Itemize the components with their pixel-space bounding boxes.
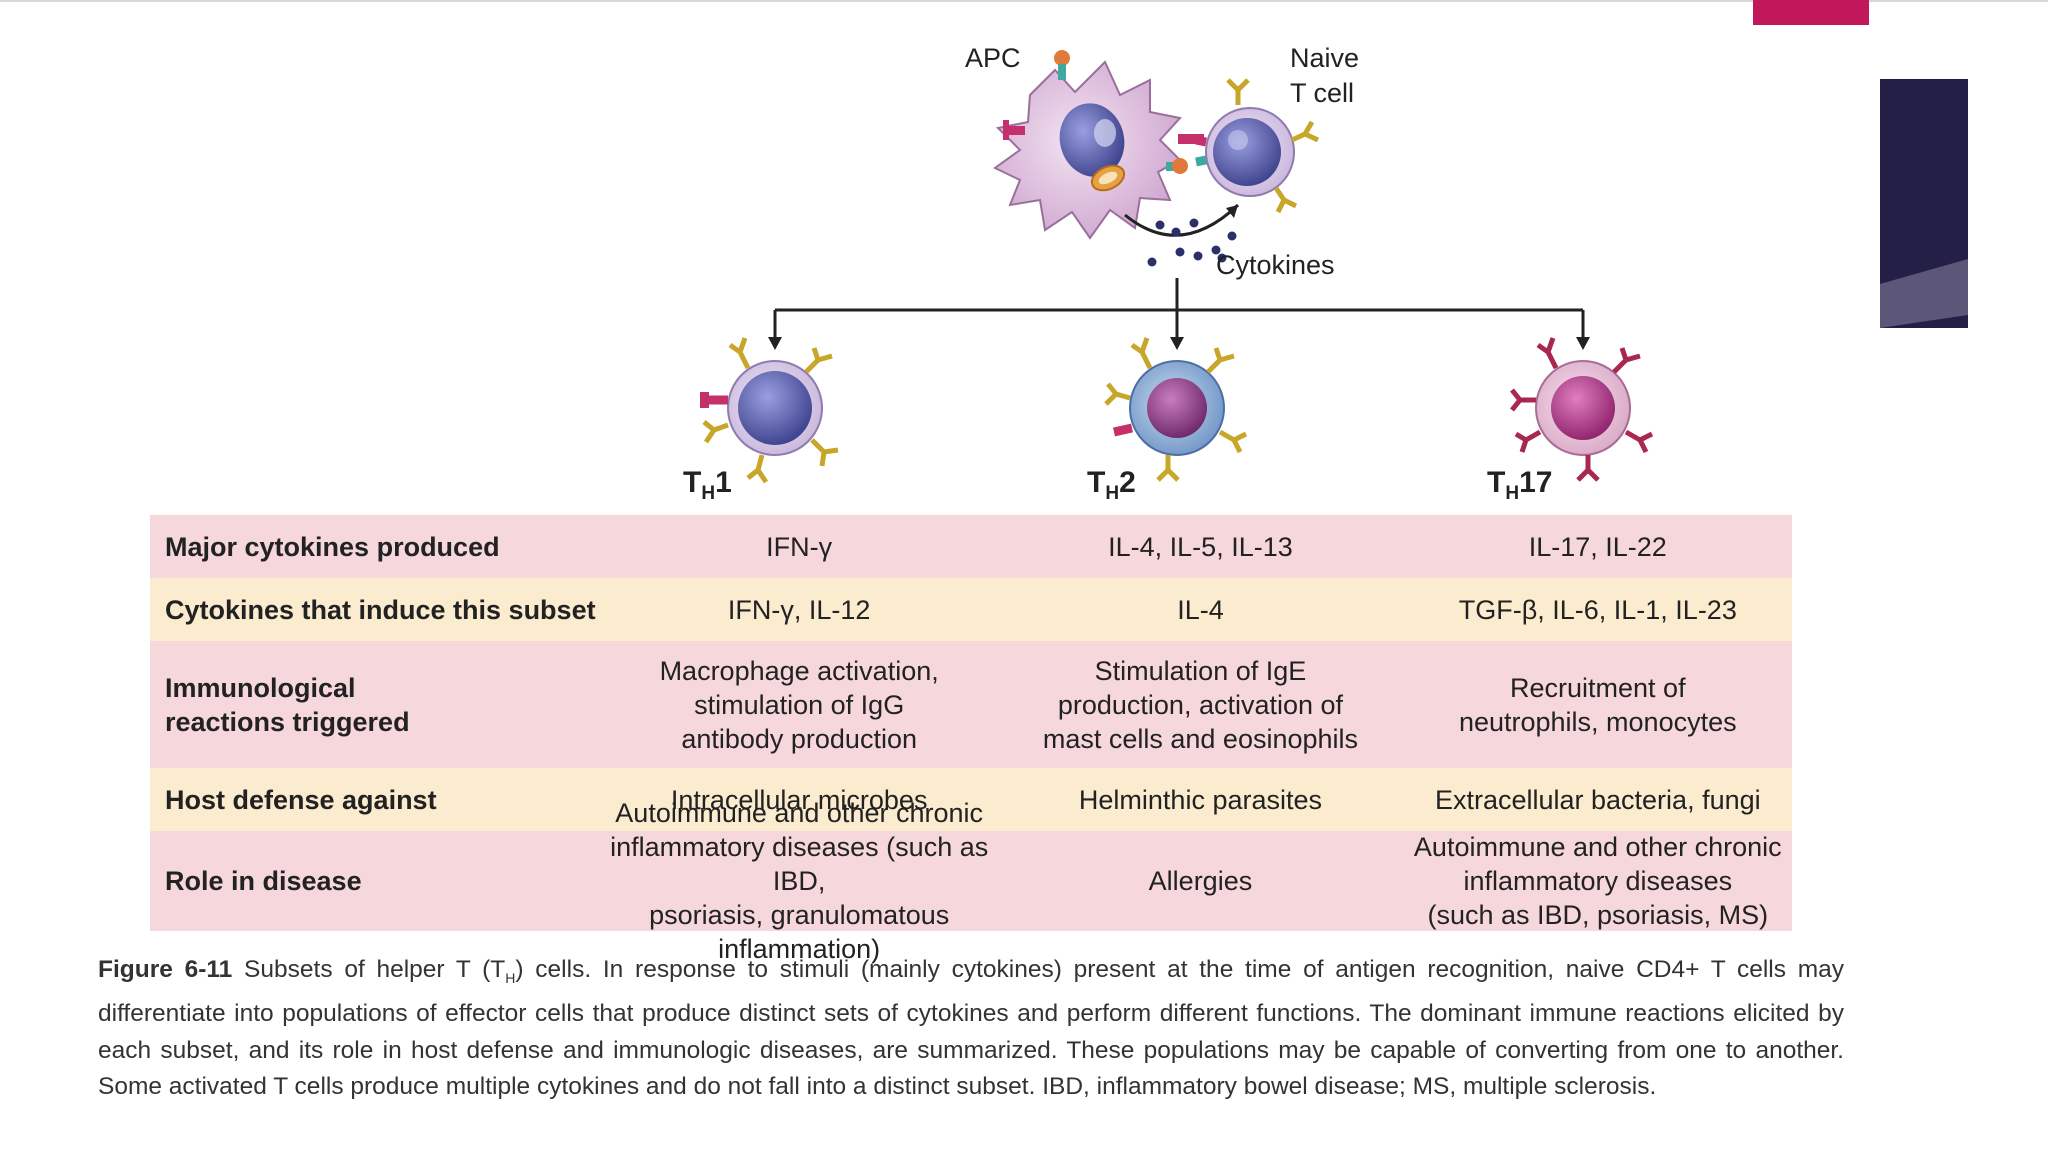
- apc-cell: [993, 50, 1204, 240]
- cell-th1: Autoimmune and other chronic inflammator…: [610, 798, 989, 964]
- cell-th17: Autoimmune and other chronic inflammator…: [1413, 832, 1782, 930]
- naive-label-line2: T cell: [1290, 78, 1355, 108]
- cell-th17: Extracellular bacteria, fungi: [1434, 784, 1761, 815]
- figure-label: Figure 6-11: [98, 956, 233, 983]
- row-header: Host defense against: [165, 784, 437, 815]
- cell-th2: Helminthic parasites: [1078, 784, 1322, 815]
- naive-t-cell: [1195, 78, 1320, 214]
- caption-text-rest: ) cells. In response to stimuli (mainly …: [98, 956, 1845, 1101]
- cell-th2: Stimulation of IgE production, activatio…: [1042, 655, 1359, 754]
- subset-comparison-table: Major cytokines produced IFN-γ IL-4, IL-…: [150, 515, 1792, 964]
- t-cell-differentiation-diagram: APC Naive T cell Cytokines TH1 TH2 TH17: [0, 0, 2048, 520]
- diagram-artwork: [700, 50, 1654, 484]
- th17-label: TH17: [1487, 466, 1553, 504]
- caption-subscript: H: [505, 969, 516, 986]
- side-panel-decoration: [1880, 79, 1968, 328]
- cell-th1: Macrophage activation, stimulation of Ig…: [659, 655, 939, 754]
- row-header: Major cytokines produced: [165, 531, 500, 562]
- table-row-inducing-cytokines: Cytokines that induce this subset IFN-γ,…: [150, 578, 1792, 641]
- cell-th17: TGF-β, IL-6, IL-1, IL-23: [1458, 594, 1737, 625]
- row-header: Cytokines that induce this subset: [165, 594, 596, 625]
- cell-th17: IL-17, IL-22: [1528, 531, 1667, 562]
- table-row-host-defense: Host defense against Intracellular micro…: [150, 768, 1792, 831]
- row-header: Immunological reactions triggered: [165, 672, 410, 737]
- table-row-role-in-disease: Role in disease Autoimmune and other chr…: [150, 798, 1792, 964]
- naive-label-line1: Naive: [1290, 43, 1360, 73]
- cell-th2: Allergies: [1148, 866, 1253, 896]
- branch-lines: [773, 278, 1585, 340]
- row-header: Role in disease: [165, 866, 362, 896]
- th1-label: TH1: [683, 466, 732, 504]
- cell-th1: IFN-γ: [766, 531, 833, 562]
- table-row-major-cytokines: Major cytokines produced IFN-γ IL-4, IL-…: [150, 515, 1792, 578]
- th2-cell: [1104, 337, 1248, 482]
- th2-label: TH2: [1087, 466, 1136, 504]
- accent-tab: [1753, 0, 1869, 25]
- cytokine-dots: [1147, 218, 1237, 267]
- figure-caption: Figure 6-11 Subsets of helper T (TH) cel…: [98, 952, 1844, 1106]
- cytokines-label: Cytokines: [1216, 250, 1335, 280]
- table-row-immunological-reactions: Immunological reactions triggered Macrop…: [150, 641, 1792, 768]
- caption-text-start: Subsets of helper T (T: [244, 956, 506, 983]
- th17-cell: [1510, 337, 1654, 482]
- cell-th1: IFN-γ, IL-12: [727, 594, 871, 625]
- cell-th2: IL-4, IL-5, IL-13: [1108, 531, 1293, 562]
- th1-cell: [700, 337, 839, 484]
- cell-th17: Recruitment of neutrophils, monocytes: [1458, 672, 1737, 737]
- apc-label: APC: [965, 43, 1021, 73]
- cell-th2: IL-4: [1177, 594, 1224, 625]
- cytokine-arrow: [1124, 203, 1240, 237]
- top-rule: [0, 0, 2048, 2]
- cell-th1: Intracellular microbes: [670, 784, 928, 815]
